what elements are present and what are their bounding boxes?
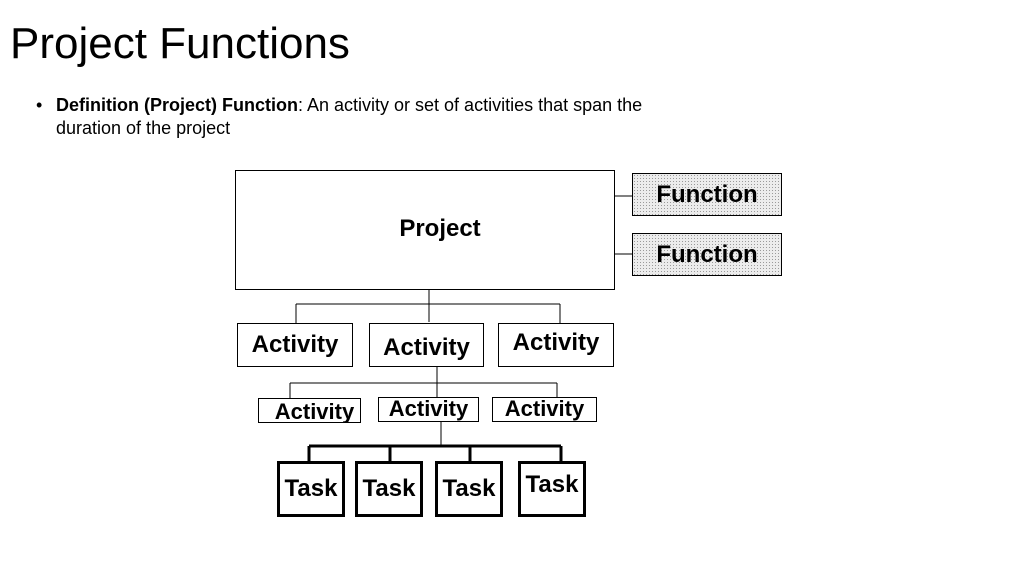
slide-title: Project Functions [10, 19, 350, 68]
activity-level2-2: Activity [378, 397, 479, 422]
bullet-marker: • [36, 95, 43, 115]
task-box-1: Task [277, 461, 345, 517]
task-box-3: Task [435, 461, 503, 517]
task-box-2: Task [355, 461, 423, 517]
activity-level2-1: Activity [258, 398, 361, 423]
bullet-text: Definition (Project) Function: An activi… [56, 94, 696, 140]
function-box-2: Function [632, 233, 782, 276]
activity-level1-3: Activity [498, 323, 614, 367]
definition-body: : An activity or set of activities that … [56, 95, 643, 138]
activity-level2-3: Activity [492, 397, 597, 422]
definition-term: Definition (Project) Function [56, 95, 298, 115]
project-box: Project [235, 170, 615, 290]
task-box-4: Task [518, 461, 586, 517]
activity-level1-2: Activity [369, 323, 484, 367]
function-box-1: Function [632, 173, 782, 216]
activity-level1-1: Activity [237, 323, 353, 367]
